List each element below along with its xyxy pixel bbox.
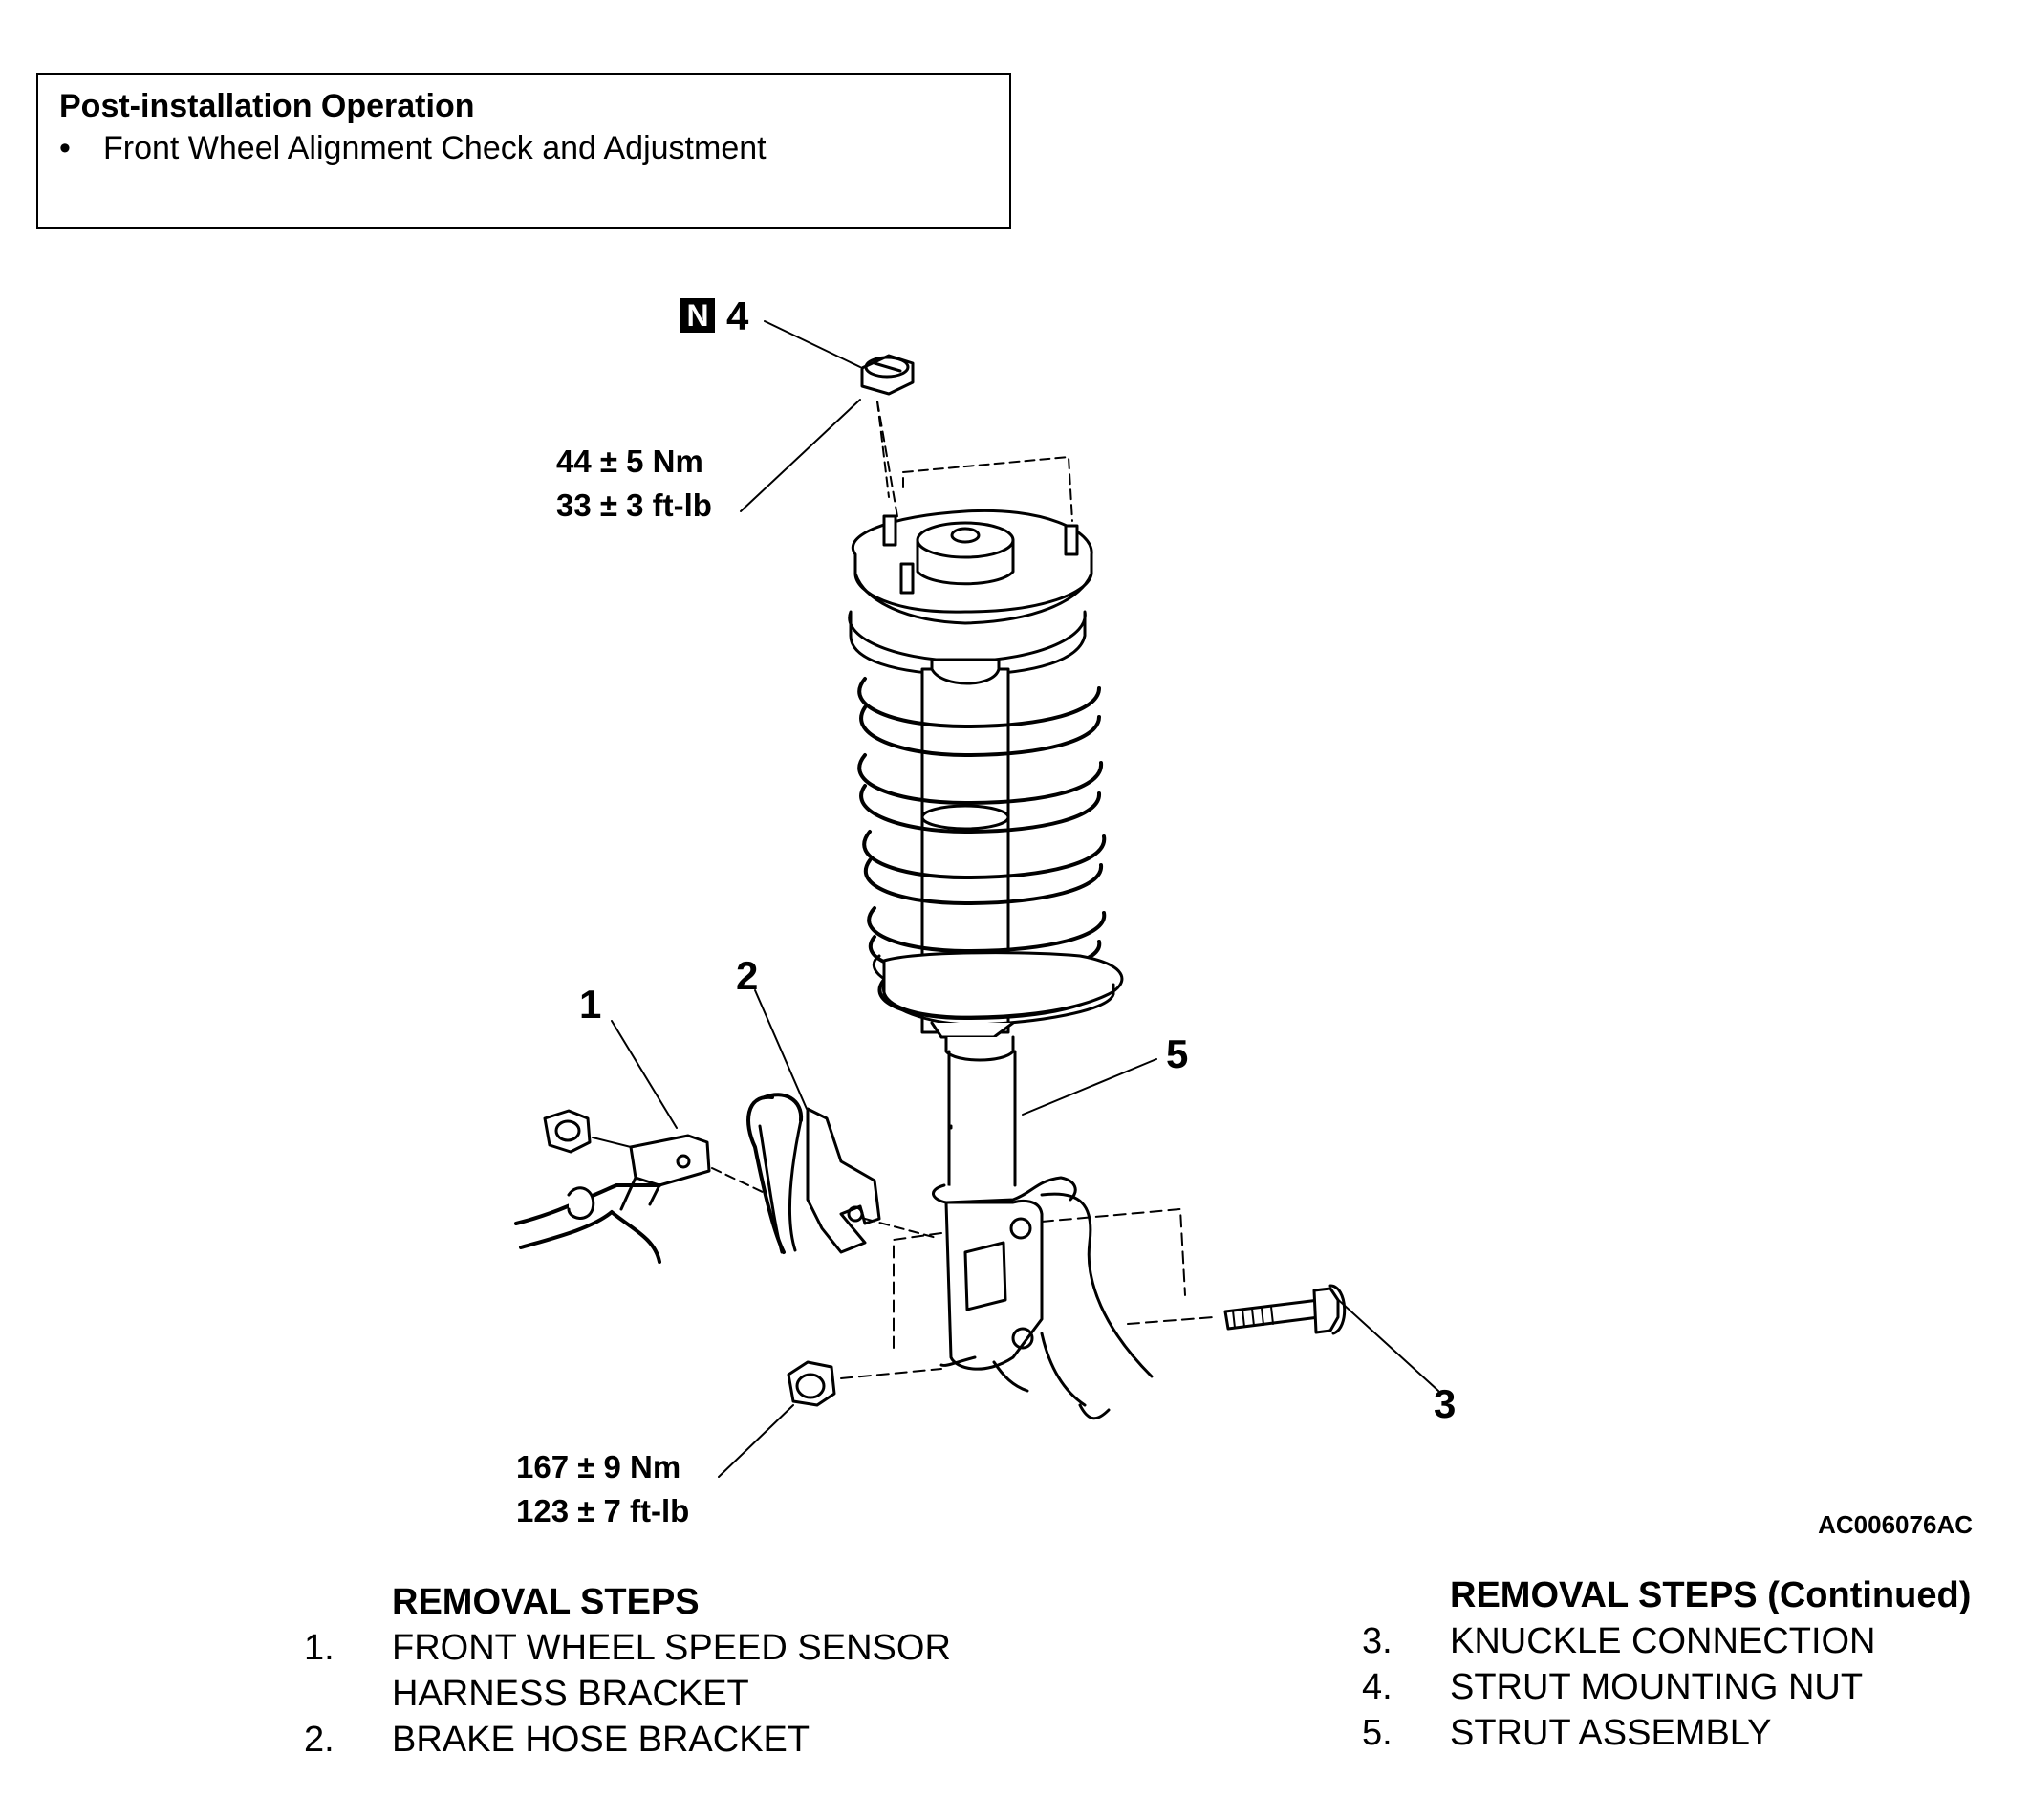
top-mount xyxy=(852,509,1093,625)
post-installation-item: • Front Wheel Alignment Check and Adjustm… xyxy=(59,130,767,167)
callout-2: 2 xyxy=(736,953,759,998)
knuckle-bolt xyxy=(1223,1284,1347,1335)
strut-tube xyxy=(947,1050,1017,1187)
post-installation-box: Post-installation Operation • Front Wheel… xyxy=(36,73,1011,229)
step-text: KNUCKLE CONNECTION xyxy=(1450,1621,1876,1661)
bullet-dot: • xyxy=(59,130,71,166)
leader-1 xyxy=(611,1020,678,1129)
callout-5: 5 xyxy=(1166,1031,1189,1076)
post-installation-title: Post-installation Operation xyxy=(59,88,475,124)
step-number: 2. xyxy=(304,1720,335,1760)
speed-sensor-harness-bracket xyxy=(514,1109,711,1264)
leader-4 xyxy=(764,320,861,368)
torque-upper-ftlb: 33 ± 3 ft-lb xyxy=(556,488,712,523)
callout-1: 1 xyxy=(579,982,602,1027)
torque-lower-ftlb: 123 ± 7 ft-lb xyxy=(516,1493,690,1528)
torque-upper-nm: 44 ± 5 Nm xyxy=(556,444,703,479)
leader-torque-upper xyxy=(740,399,861,512)
step-text: BRAKE HOSE BRACKET xyxy=(392,1720,810,1760)
leader-3 xyxy=(1332,1294,1439,1392)
strut-lower-bracket xyxy=(932,1176,1154,1420)
step-number: 5. xyxy=(1362,1713,1393,1753)
callout-3: 3 xyxy=(1434,1381,1457,1426)
torque-lower-nm: 167 ± 9 Nm xyxy=(516,1449,681,1484)
lower-nut xyxy=(787,1360,836,1407)
upper-spring-seat xyxy=(848,610,1087,677)
removal-steps-title: REMOVAL STEPS xyxy=(392,1582,700,1622)
step-number: 1. xyxy=(304,1628,335,1668)
post-installation-item-text: Front Wheel Alignment Check and Adjustme… xyxy=(103,130,767,166)
step-number: 4. xyxy=(1362,1667,1393,1707)
step-text: STRUT MOUNTING NUT xyxy=(1450,1667,1864,1707)
leader-2 xyxy=(754,989,808,1110)
strut-mounting-nut xyxy=(860,354,915,396)
removal-steps-continued-title: REMOVAL STEPS (Continued) xyxy=(1450,1575,1972,1615)
step-text: HARNESS BRACKET xyxy=(392,1674,749,1714)
figure-code: AC006076AC xyxy=(1818,1510,1973,1539)
non-reusable-part-badge: N xyxy=(680,298,715,333)
step-text: STRUT ASSEMBLY xyxy=(1450,1713,1772,1753)
leader-torque-lower xyxy=(718,1404,794,1478)
leader-5 xyxy=(1022,1058,1157,1116)
callout-4: 4 xyxy=(726,293,749,338)
torque-spec-upper: 44 ± 5 Nm 33 ± 3 ft-lb xyxy=(556,440,712,528)
brake-hose-bracket xyxy=(746,1093,881,1254)
step-text: FRONT WHEEL SPEED SENSOR xyxy=(392,1628,951,1668)
step-number: 3. xyxy=(1362,1621,1393,1661)
torque-spec-lower: 167 ± 9 Nm 123 ± 7 ft-lb xyxy=(516,1445,689,1533)
